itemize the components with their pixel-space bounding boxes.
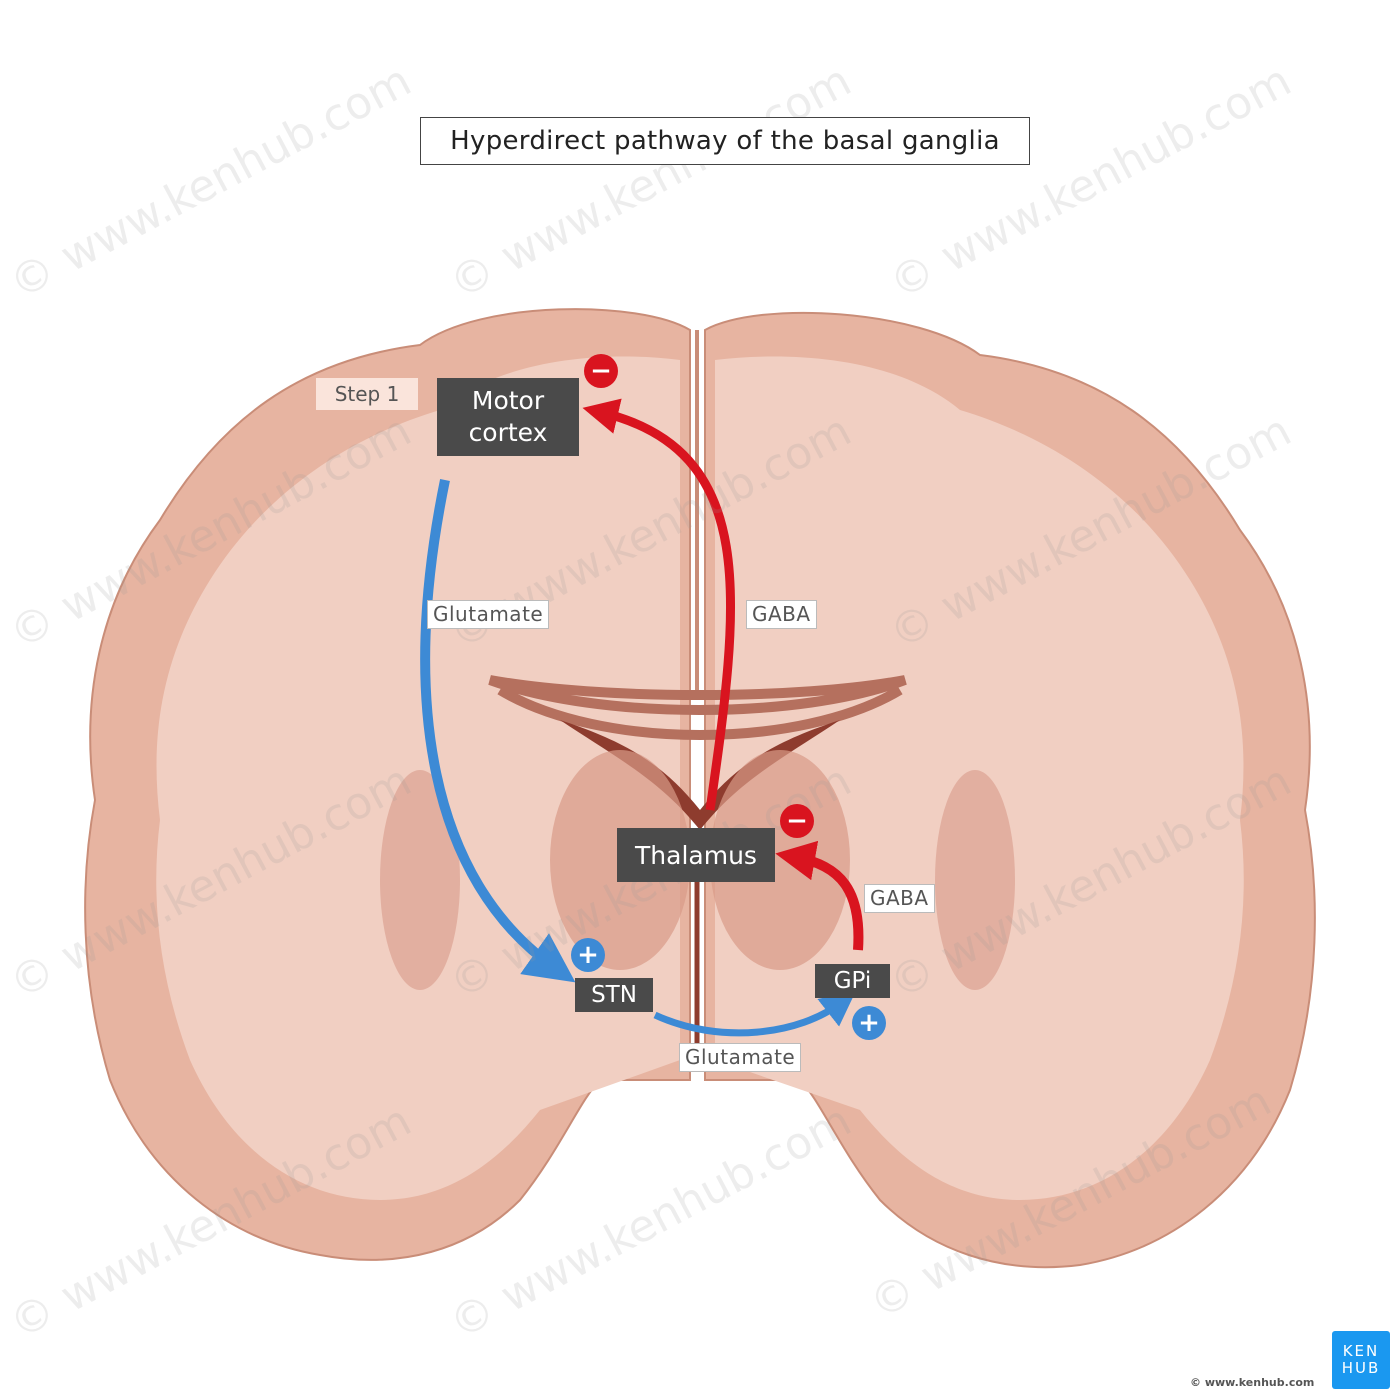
- copyright-text: © www.kenhub.com: [1190, 1376, 1315, 1389]
- left-hemisphere: [84, 308, 691, 1261]
- glutamate-label-stn-gpi: Glutamate: [679, 1043, 802, 1072]
- arrow-gpi-to-thalamus: [775, 840, 864, 951]
- gpi-label: GPi: [815, 964, 890, 998]
- kenhub-logo[interactable]: KEN HUB: [1332, 1331, 1390, 1389]
- step-label: Step 1: [316, 378, 418, 410]
- arrow-cortex-to-stn: [420, 478, 576, 983]
- putamen-left: [380, 770, 460, 990]
- diagram-title: Hyperdirect pathway of the basal ganglia: [420, 117, 1030, 165]
- gaba-label-gpi-thalamus: GABA: [864, 884, 935, 913]
- logo-line-1: KEN: [1342, 1342, 1380, 1360]
- putamen-right: [935, 770, 1015, 990]
- inhibition-sign-thalamus: −: [780, 804, 814, 838]
- logo-line-2: HUB: [1341, 1359, 1381, 1377]
- gaba-label-thalamus-cortex: GABA: [746, 600, 817, 629]
- excitation-sign-stn: +: [571, 938, 605, 972]
- stn-label: STN: [575, 978, 653, 1012]
- motor-cortex-label: Motor cortex: [437, 378, 579, 456]
- glutamate-label-cortex-stn: Glutamate: [427, 600, 550, 629]
- arrow-stn-to-gpi: [653, 991, 856, 1037]
- excitation-sign-gpi: +: [852, 1006, 886, 1040]
- corpus-callosum: [488, 675, 907, 740]
- arrow-thalamus-to-cortex: [582, 398, 736, 811]
- inhibition-sign-cortex: −: [584, 354, 618, 388]
- thalamus-label: Thalamus: [617, 828, 775, 882]
- lateral-ventricles: [560, 720, 840, 830]
